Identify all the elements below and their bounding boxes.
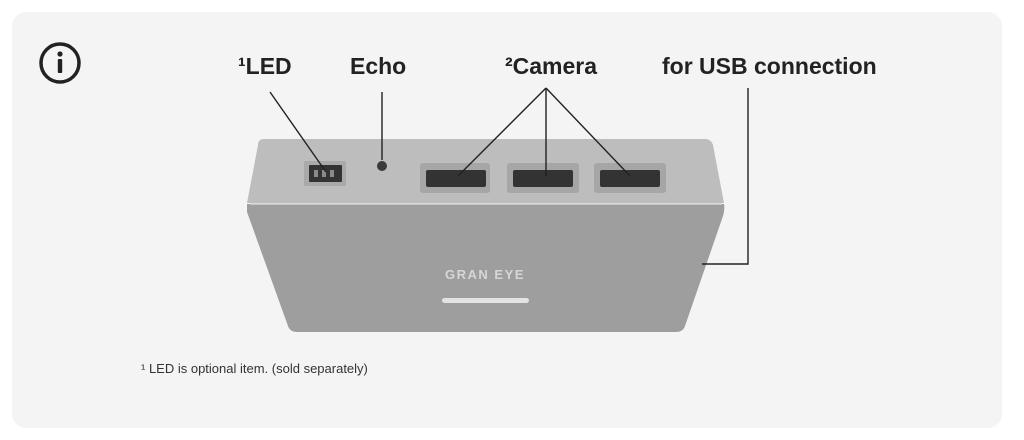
camera-port-2 <box>507 163 579 193</box>
brand-text: GRAN EYE <box>445 267 525 282</box>
footnote: ¹ LED is optional item. (sold separately… <box>141 361 368 376</box>
usb-connection-label: for USB connection <box>662 53 877 79</box>
echo-label: Echo <box>350 53 407 79</box>
echo-hole <box>377 161 387 171</box>
led-label: ¹LED <box>238 53 292 79</box>
camera-callout-3 <box>545 87 631 177</box>
info-icon <box>39 42 81 84</box>
led-port <box>304 161 346 186</box>
camera-port-1 <box>420 163 490 193</box>
front-led-strip <box>442 298 529 303</box>
device-front-face <box>247 204 725 332</box>
camera-callout-1 <box>457 87 547 177</box>
led-callout <box>269 91 327 173</box>
camera-port-3 <box>594 163 666 193</box>
usb-callout <box>702 88 749 265</box>
camera-label: ²Camera <box>505 53 598 79</box>
